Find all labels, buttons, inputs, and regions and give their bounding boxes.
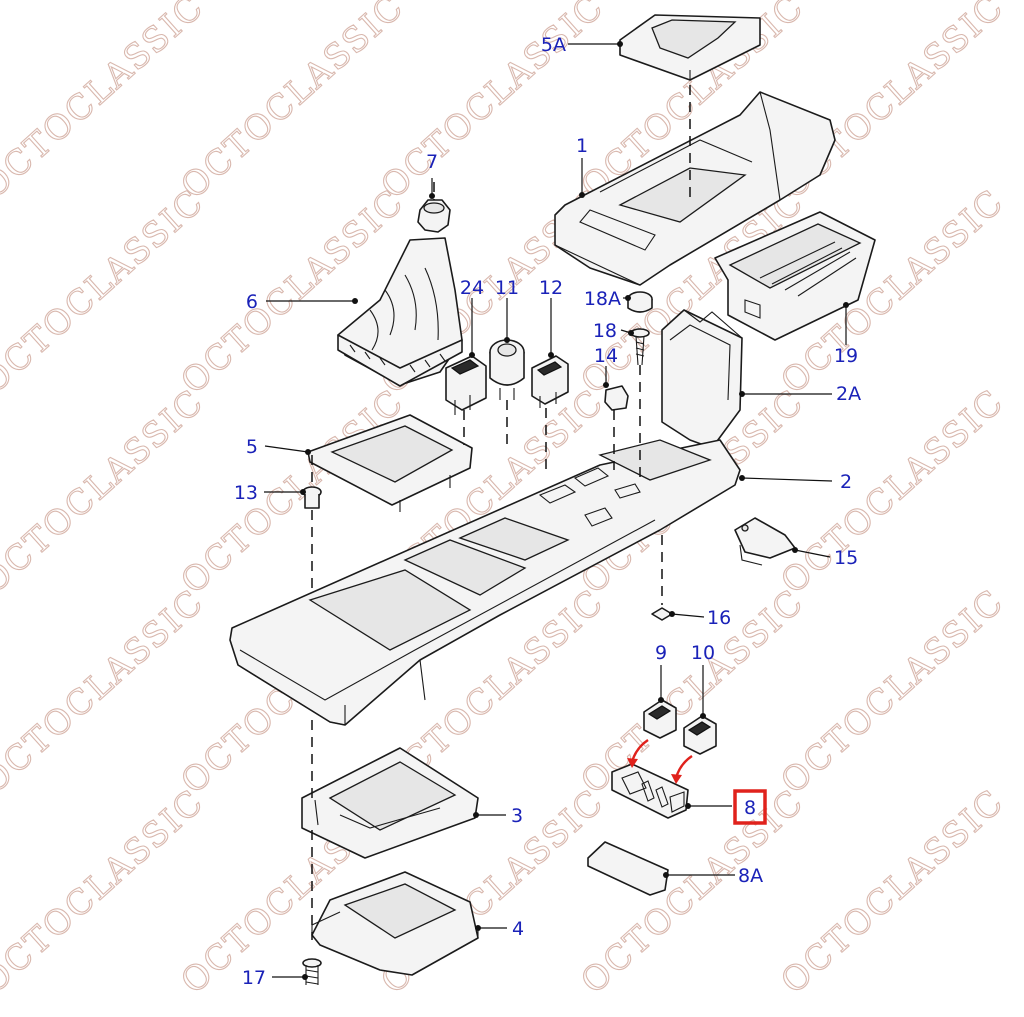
callout-17[interactable]: 17 [242, 967, 266, 989]
part-2a-armrest-lid[interactable] [661, 309, 743, 449]
callout-5a[interactable]: 5A [541, 34, 566, 56]
part-8a-blank-plate[interactable] [587, 841, 669, 896]
part-15-bracket[interactable] [734, 517, 796, 566]
part-19-storage-tray[interactable] [714, 211, 876, 341]
callout-12[interactable]: 12 [539, 277, 563, 299]
part-24-switch[interactable] [445, 355, 487, 415]
part-12-switch[interactable] [531, 355, 569, 408]
callout-18a[interactable]: 18A [584, 288, 621, 310]
part-5-gear-bezel[interactable] [307, 414, 473, 512]
callout-7[interactable]: 7 [426, 151, 438, 173]
callout-19[interactable]: 19 [834, 345, 858, 367]
part-9-window-switch[interactable] [643, 699, 677, 739]
part-14-clip[interactable] [604, 385, 629, 411]
callout-16[interactable]: 16 [707, 607, 731, 629]
callout-3[interactable]: 3 [511, 805, 523, 827]
leader-lines [264, 41, 849, 980]
callout-13[interactable]: 13 [234, 482, 258, 504]
callout-2[interactable]: 2 [840, 471, 852, 493]
callout-18[interactable]: 18 [593, 320, 617, 342]
assembly-arrows [627, 739, 693, 784]
callout-10[interactable]: 10 [691, 642, 715, 664]
callout-5[interactable]: 5 [246, 436, 258, 458]
callout-8[interactable]: 8 [744, 797, 756, 819]
callout-2a[interactable]: 2A [836, 383, 861, 405]
part-7-shift-knob-nut[interactable] [417, 199, 451, 233]
part-10-window-switch[interactable] [683, 715, 717, 755]
part-8-switch-panel[interactable] [611, 763, 689, 819]
callout-14[interactable]: 14 [594, 345, 618, 367]
part-4-base-bracket[interactable] [311, 871, 479, 976]
part-3-lower-tray[interactable] [301, 747, 479, 859]
part-5a-bezel[interactable] [619, 14, 761, 81]
part-2-floor-console[interactable] [229, 439, 741, 726]
part-11-switch[interactable] [489, 339, 525, 400]
part-18a-cap[interactable] [627, 291, 653, 313]
callout-6[interactable]: 6 [246, 291, 258, 313]
callout-15[interactable]: 15 [834, 547, 858, 569]
callout-labels: 5A 1 7 6 24 11 12 18A 18 14 19 2A 5 13 2… [234, 34, 861, 989]
callout-11[interactable]: 11 [495, 277, 519, 299]
callout-9[interactable]: 9 [655, 642, 667, 664]
highlight-box-part-8 [733, 789, 767, 825]
part-13-grommet[interactable] [302, 486, 322, 509]
callout-1[interactable]: 1 [576, 135, 588, 157]
part-1-rear-console[interactable] [554, 91, 836, 286]
part-6-shift-boot[interactable] [337, 237, 463, 387]
callout-8a[interactable]: 8A [738, 865, 763, 887]
callout-4[interactable]: 4 [512, 918, 524, 940]
part-17-bolt[interactable] [302, 958, 322, 985]
assembly-axis-lines [311, 85, 691, 940]
callout-24[interactable]: 24 [460, 277, 484, 299]
part-18-screw[interactable] [630, 328, 650, 366]
